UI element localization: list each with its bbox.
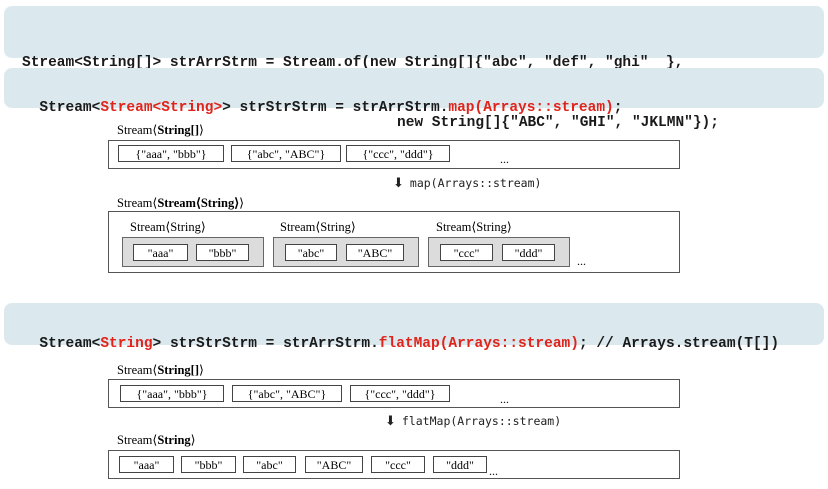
down-arrow-icon: ⬇	[393, 176, 404, 191]
code-line-1: Stream<String[]> strArrStrm = Stream.of(…	[22, 55, 684, 71]
diagram1-operation: ⬇map(Arrays::stream)	[393, 176, 542, 191]
inner-stream-label: Stream⟨String⟩	[130, 220, 206, 234]
code-text: > strStrStrm = strArrStrm.	[152, 336, 379, 352]
code-text: Stream<	[39, 336, 101, 352]
code-highlight-type: String	[100, 336, 153, 352]
ellipsis: ...	[500, 152, 509, 166]
string-item: "ABC"	[346, 244, 404, 261]
string-item: "ccc"	[371, 456, 425, 473]
string-item: "bbb"	[181, 456, 236, 473]
inner-stream-label: Stream⟨String⟩	[280, 220, 356, 234]
inner-stream-label: Stream⟨String⟩	[436, 220, 512, 234]
code-highlight-type: Stream<String>	[100, 100, 223, 116]
code-text: ;	[613, 100, 623, 116]
string-item: "bbb"	[196, 244, 249, 261]
ellipsis: ...	[500, 392, 509, 406]
array-item: {"abc", "ABC"}	[232, 385, 342, 402]
string-item: "abc"	[243, 456, 296, 473]
diagram2-top-label: Stream⟨String[]⟩	[117, 363, 204, 377]
code-line-2: new String[]{"ABC", "GHI", "JKLMN"});	[397, 115, 719, 131]
code-block-stream-of: Stream<String[]> strArrStrm = Stream.of(…	[4, 6, 824, 131]
diagram1-bottom-label: Stream⟨Stream⟨String⟩⟩	[117, 196, 244, 210]
string-item: "abc"	[285, 244, 337, 261]
code-text: Stream<	[39, 100, 101, 116]
array-item: {"ccc", "ddd"}	[350, 385, 450, 402]
code-block-flatmap: Stream<String> strStrStrm = strArrStrm.f…	[4, 303, 824, 352]
string-item: "aaa"	[133, 244, 188, 261]
diagram2-operation: ⬇flatMap(Arrays::stream)	[385, 414, 562, 429]
string-item: "ABC"	[305, 456, 363, 473]
ellipsis: ...	[577, 254, 586, 268]
string-item: "ccc"	[440, 244, 493, 261]
array-item: {"ccc", "ddd"}	[346, 145, 450, 162]
string-item: "aaa"	[119, 456, 174, 473]
string-item: "ddd"	[433, 456, 487, 473]
code-block-map: Stream<Stream<String>> strStrStrm = strA…	[4, 68, 824, 116]
array-item: {"aaa", "bbb"}	[118, 145, 224, 162]
array-item: {"abc", "ABC"}	[231, 145, 341, 162]
code-highlight-method: map(Arrays::stream)	[448, 100, 614, 116]
diagram1-top-label: Stream⟨String[]⟩	[117, 123, 204, 137]
code-highlight-method: flatMap(Arrays::stream)	[378, 336, 579, 352]
code-text: > strStrStrm = strArrStrm.	[222, 100, 449, 116]
string-item: "ddd"	[502, 244, 555, 261]
ellipsis: ...	[489, 464, 498, 478]
diagram2-bottom-label: Stream⟨String⟩	[117, 433, 196, 447]
down-arrow-icon: ⬇	[385, 414, 396, 429]
array-item: {"aaa", "bbb"}	[120, 385, 224, 402]
code-text: ; // Arrays.stream(T[])	[578, 336, 780, 352]
